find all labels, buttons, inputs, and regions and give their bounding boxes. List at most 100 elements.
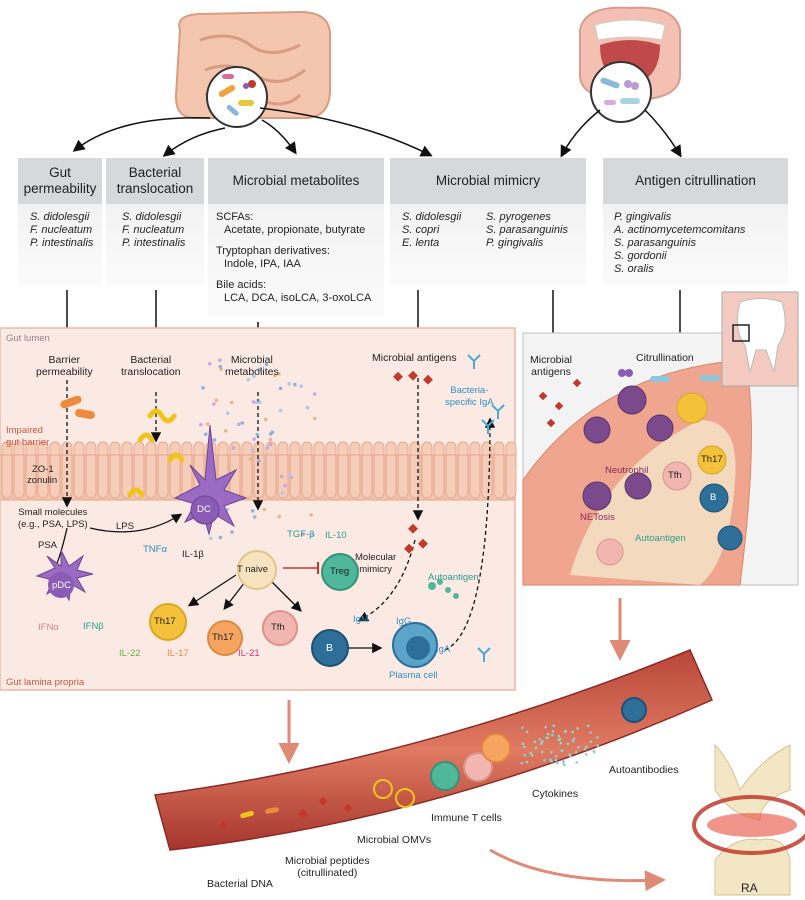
villus [241, 441, 253, 499]
label-il1b: IL-1β [182, 549, 204, 560]
cytokine-dot [564, 729, 567, 733]
label-t-naive: T naive [237, 564, 268, 575]
label-il17: IL-17 [167, 648, 189, 659]
villus [469, 441, 481, 499]
metabolite-dot [248, 457, 253, 461]
cytokine-dot [574, 751, 578, 754]
cytokine-dot [521, 742, 525, 746]
label-gut-lamina-propria: Gut lamina propria [6, 677, 85, 688]
label-tfh: Tfh [271, 622, 285, 633]
metabolite-dot [280, 490, 285, 495]
metabolite-dots [199, 358, 317, 541]
label-small-molecules: Small molecules(e.g., PSA, LPS) [18, 507, 88, 530]
label-b: B [326, 642, 334, 654]
tooth-icon [721, 291, 799, 387]
metabolite-dot [277, 371, 281, 376]
cytokine-dot [562, 763, 566, 767]
cytokine-dot [571, 730, 574, 734]
cytokine-dot [571, 739, 575, 743]
cytokine-dot [560, 749, 564, 752]
label-oral-tfh: Tfh [668, 470, 682, 481]
villus [157, 441, 169, 499]
metabolite-dot [252, 374, 256, 379]
cytokine-dot [531, 754, 534, 757]
cytokine-dot [589, 731, 592, 734]
villus [25, 441, 37, 499]
label-iga: IgA [436, 644, 451, 655]
microbe-magnifier-icon [206, 66, 268, 128]
metabolite-dot [309, 513, 314, 517]
label-microbial-antigens: Microbial antigens [372, 352, 457, 364]
label-oral-th17: Th17 [701, 454, 723, 465]
metabolite-dot [208, 361, 212, 366]
metabolite-dot [212, 402, 216, 406]
oral-antigen-squares [538, 369, 720, 428]
villus [493, 441, 505, 499]
label-bacterial-dna: Bacterial DNA [207, 878, 273, 890]
metabolite-dot [279, 474, 284, 479]
cytokine-dot [583, 747, 587, 751]
cytokine-dot [529, 751, 533, 755]
label-plasma-cell: Plasma cell [389, 670, 438, 681]
villus [445, 441, 457, 499]
th17-cell-b [207, 620, 243, 656]
villus [481, 441, 493, 499]
villus [337, 441, 349, 499]
cytokine-dot [525, 730, 529, 734]
autoantigen-icon [428, 579, 459, 599]
cytokine-dot [584, 753, 588, 756]
metabolite-dot [305, 405, 310, 410]
metabolite-dot [246, 377, 251, 382]
label-autoantigen: Autoantigen [428, 572, 479, 583]
plasma-cell [392, 622, 438, 668]
oral-microbe-magnifier-icon [590, 61, 652, 123]
villus [361, 441, 373, 499]
metabolite-dot [293, 382, 297, 387]
label-tnfa: TNFα [143, 544, 167, 555]
cytokine-dot [561, 759, 565, 763]
villus [37, 441, 49, 499]
metabolite-dot [252, 515, 257, 519]
metabolite-dot [212, 438, 217, 442]
villus [145, 441, 157, 499]
metabolite-dot [254, 400, 259, 405]
label-neutrophil: Neutrophil [605, 465, 649, 476]
col-gut-permeability [18, 204, 102, 286]
label-il22: IL-22 [119, 648, 141, 659]
blood-contents [218, 697, 647, 830]
label-netosis: NETosis [580, 512, 615, 523]
cytokine-dot [520, 761, 524, 765]
cytokine-dot [549, 758, 552, 762]
villus [325, 441, 337, 499]
metabolite-dot [218, 364, 223, 369]
cytokine-dot [577, 746, 580, 749]
metabolite-dot [283, 483, 287, 488]
cytokine-dot [534, 746, 538, 750]
metabolite-dot [268, 442, 273, 447]
cytokine-dot [540, 742, 543, 745]
metabolite-dot [312, 392, 317, 396]
label-dc: DC [197, 504, 211, 515]
metabolite-dot [287, 381, 291, 386]
col-microbial-metabolites [208, 204, 384, 316]
cytokine-dot [586, 724, 590, 728]
label-zonulin: zonulin [27, 475, 58, 486]
metabolite-dot [217, 358, 222, 362]
metabolite-dot [312, 416, 317, 421]
microbial-antigen-squares [393, 370, 433, 554]
col-antigen-citrullination [603, 204, 788, 286]
metabolite-dot [237, 422, 241, 427]
label-ifna: IFNα [38, 622, 59, 633]
metabolite-dot [201, 386, 205, 390]
cytokine-dot [540, 750, 544, 754]
metabolite-dot [255, 432, 260, 437]
metabolites-list: SCFAs: Acetate, propionate, butyrate Try… [216, 211, 372, 304]
metabolite-dot [208, 536, 213, 541]
